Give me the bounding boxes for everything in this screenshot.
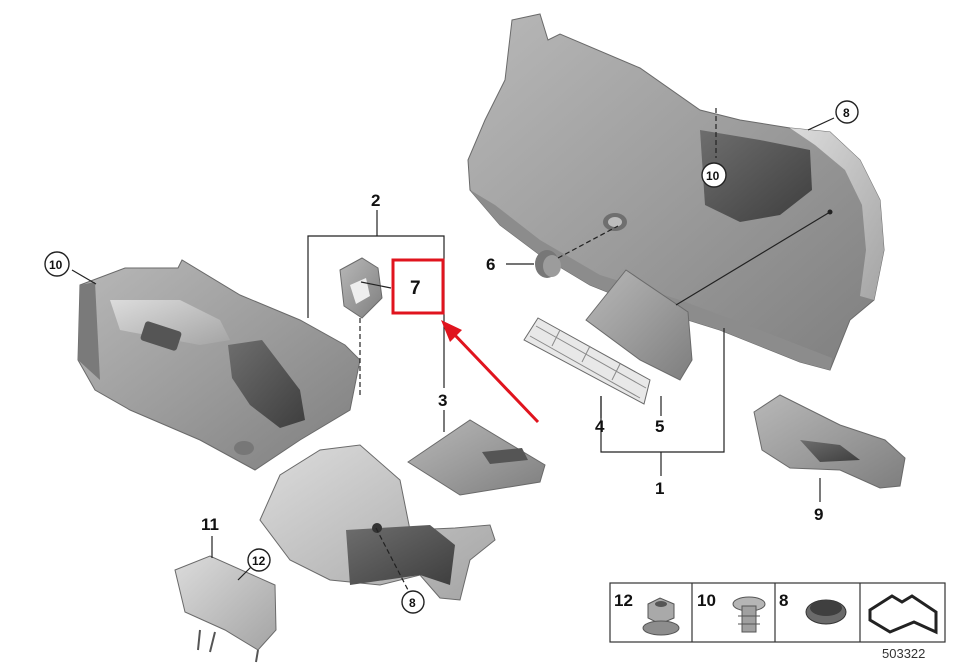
callout-circle-10-top: [701, 162, 727, 188]
callout-6: 6: [486, 255, 495, 274]
callout-12: 12: [252, 554, 266, 568]
wheel-arch-trim: [259, 444, 496, 601]
fastener-legend: 12 10 8 503322: [609, 582, 946, 661]
left-trim-panel: [77, 259, 361, 471]
legend-label-8: 8: [779, 591, 788, 610]
red-highlight: [391, 258, 540, 424]
callout-5: 5: [655, 417, 664, 436]
legend-label-10: 10: [697, 591, 716, 610]
callout-circle-12: [247, 548, 271, 572]
part-6-plug: [535, 250, 561, 278]
callout-circle-8-top: [835, 100, 859, 124]
highlight-arrow-shaft: [450, 330, 540, 424]
callout-10-left: 10: [49, 258, 63, 272]
callout-3: 3: [438, 391, 447, 410]
highlight-arrow-head: [441, 320, 462, 342]
callout-circle-10-left: [44, 251, 70, 277]
clip-icon: [732, 596, 766, 633]
callout-7: 7: [410, 278, 421, 299]
part-11-bracket: [174, 555, 277, 663]
drawing-number: 503322: [882, 646, 925, 661]
part-3-flap: [407, 419, 546, 496]
callouts: 2 7 3 6 4 5 1 9 11 8 10 10 12 8: [44, 100, 859, 614]
callout-circle-8-bottom: [401, 590, 425, 614]
part-4-net: [523, 317, 651, 405]
callout-9: 9: [814, 505, 823, 524]
legend-label-12: 12: [614, 591, 633, 610]
callout-8-bottom: 8: [409, 596, 416, 610]
callout-8-top: 8: [843, 106, 850, 120]
part-7-bracket: [339, 257, 383, 319]
trim-panel-symbol-icon: [868, 594, 938, 635]
part-9-bracket: [753, 394, 906, 489]
plug-icon: [805, 599, 847, 625]
nut-icon: [642, 597, 680, 636]
highlight-box: [391, 258, 445, 315]
callout-4: 4: [595, 417, 605, 436]
callout-2: 2: [371, 191, 380, 210]
callout-10-top: 10: [706, 169, 720, 183]
callout-1: 1: [655, 479, 664, 498]
callout-11: 11: [201, 515, 219, 534]
part-5-cover: [585, 269, 693, 381]
right-trim-panel: [467, 13, 885, 371]
